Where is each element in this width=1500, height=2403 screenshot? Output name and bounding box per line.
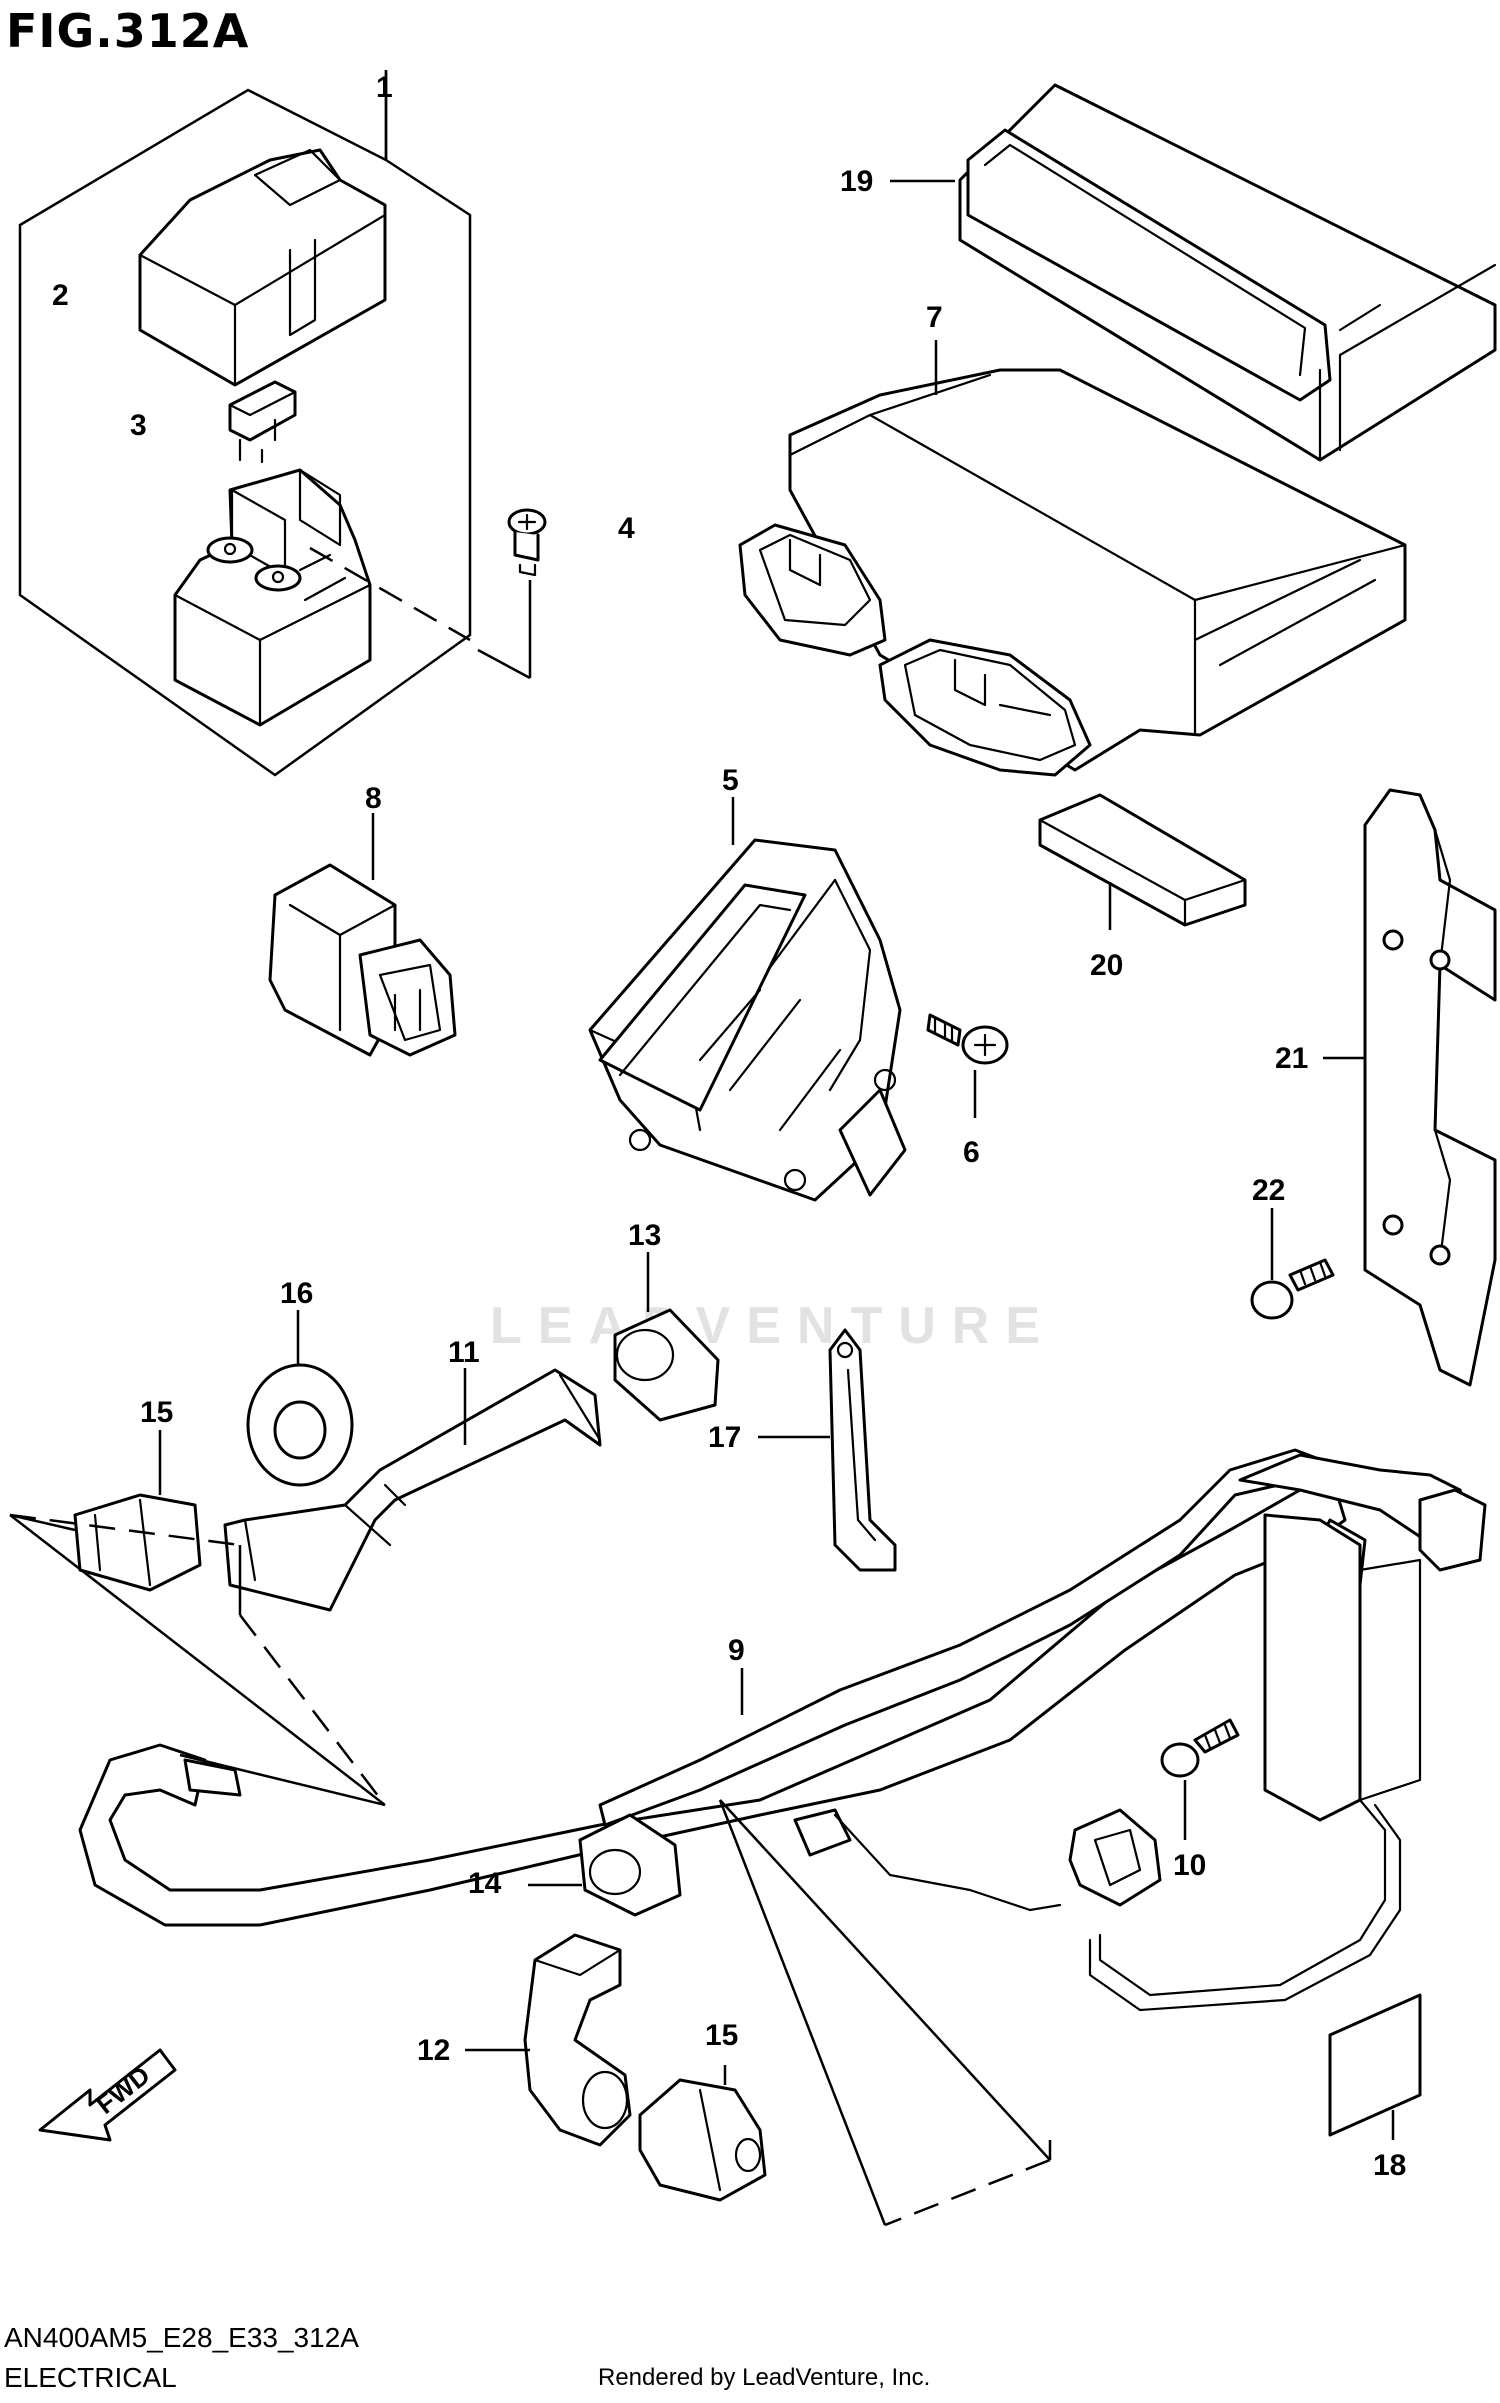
callout-3: 3 [130,409,147,442]
callout-18: 18 [1373,2149,1406,2182]
callout-19: 19 [840,165,873,198]
callout-1: 1 [376,71,393,104]
callout-16: 16 [280,1277,313,1310]
relay-cover[interactable] [138,148,387,387]
callout-17: 17 [708,1421,741,1454]
callout-15a: 15 [140,1396,173,1429]
wiring-harness[interactable] [78,1448,1487,2012]
callout-7: 7 [926,301,943,334]
callout-21: 21 [1275,1042,1308,1075]
rubber-grommet-13[interactable] [613,1308,720,1422]
rubber-grommet-14[interactable] [578,1813,682,1917]
rubber-grommet-16[interactable] [246,1363,354,1487]
caution-label[interactable] [1328,1993,1422,2137]
wire-clamp[interactable] [828,1328,897,1572]
assembly-leader-lines [9,1513,1052,2227]
callout-2: 2 [52,279,69,312]
harness-connector[interactable] [1068,1808,1162,1907]
starter-relay-body[interactable] [173,468,372,727]
callout-9: 9 [728,1634,745,1667]
cable-protector-tube[interactable] [223,1368,602,1612]
callout-11: 11 [448,1336,480,1369]
render-credit: Rendered by LeadVenture, Inc. [598,2364,931,2391]
callout-20: 20 [1090,949,1123,982]
regulator-rectifier[interactable] [588,838,907,1202]
terminal-boot-15-right[interactable] [638,2078,767,2202]
figure-title: FIG.312A [6,4,250,58]
ecm-cushion-pad[interactable] [1038,793,1247,927]
section-name: ELECTRICAL [4,2362,177,2393]
callout-15b: 15 [705,2019,738,2052]
callout-5: 5 [722,764,739,797]
callout-6: 6 [963,1136,980,1169]
callout-8: 8 [365,782,382,815]
callout-labels: 1 2 3 4 5 6 7 8 9 10 11 12 13 14 15 15 1… [52,71,1406,2182]
callout-12: 12 [417,2034,450,2067]
starter-relay-assembly-box [18,70,472,777]
bracket-bolt[interactable] [1250,1258,1335,1320]
forward-direction-arrow: FWD [38,2048,177,2142]
callout-13: 13 [628,1219,661,1252]
mounting-bracket[interactable] [1363,788,1497,1387]
model-code: AN400AM5_E28_E33_312A [4,2322,359,2353]
callout-10: 10 [1173,1849,1206,1882]
engine-control-module[interactable] [738,368,1407,777]
elbow-terminal-boot[interactable] [523,1933,632,2147]
relay-screw[interactable] [507,508,547,577]
callout-22: 22 [1252,1174,1285,1207]
regulator-bolt[interactable] [926,1013,1009,1065]
harness-bolt[interactable] [1160,1718,1240,1778]
ecm-cover[interactable] [958,83,1497,462]
main-fuse[interactable] [228,380,297,464]
callout-14: 14 [468,1867,502,1900]
callout-4: 4 [618,512,635,545]
terminal-boot-15-left[interactable] [73,1493,202,1592]
coupler-connector[interactable] [268,863,457,1057]
watermark: LEADVENTURE [490,1297,1057,1355]
